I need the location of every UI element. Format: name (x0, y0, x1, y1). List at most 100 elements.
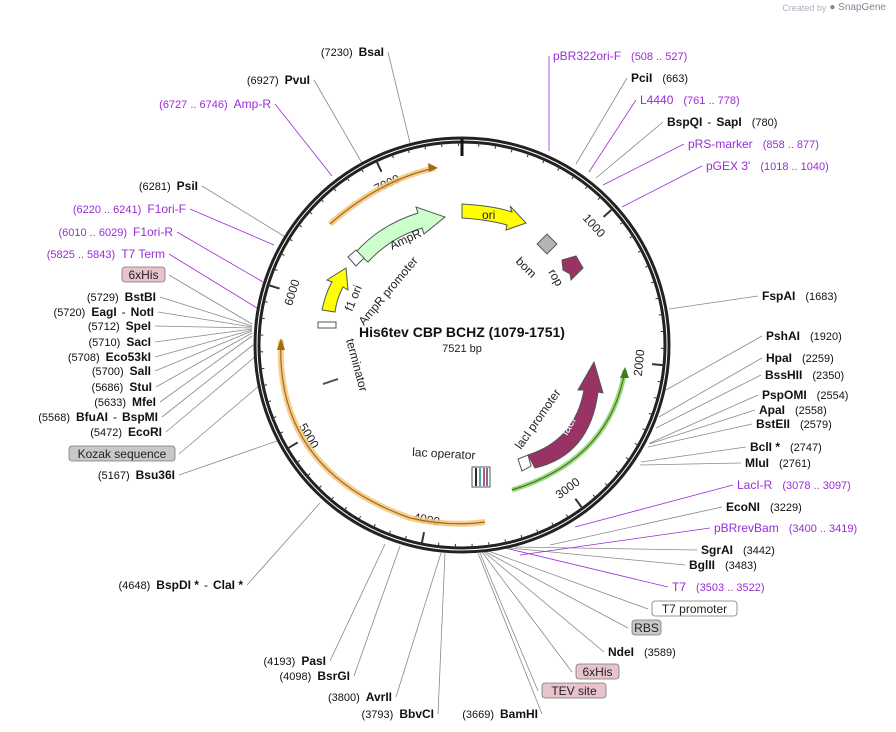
feature-tag-text: Kozak sequence (78, 447, 167, 461)
site-label[interactable]: BglII(3483) (689, 558, 757, 572)
label-terminator: terminator (343, 337, 371, 393)
feature-tag[interactable]: T7 promoter (651, 600, 738, 617)
leader-line (479, 552, 539, 692)
site-position: (5472) (90, 427, 122, 439)
minor-tick (391, 154, 394, 159)
site-label[interactable]: ApaI(2558) (759, 403, 827, 417)
site-separator: - (204, 578, 208, 592)
site-label[interactable]: (7230)BsaI (321, 45, 384, 59)
leader-line (602, 143, 685, 186)
leader-line (668, 295, 759, 310)
feature-tag[interactable]: 6xHis (121, 266, 166, 283)
minor-tick (308, 211, 313, 215)
site-label[interactable]: BclI *(2747) (750, 440, 822, 454)
label-ampr-promoter: AmpR promoter (356, 254, 421, 328)
site-name: BssHII (765, 368, 802, 382)
site-name: NdeI (608, 645, 634, 659)
site-position: (3793) (362, 709, 394, 721)
site-label-text: (6220 .. 6241)F1ori-F (73, 202, 186, 216)
site-label[interactable]: SgrAI(3442) (701, 543, 775, 557)
site-name-2: NotI (131, 305, 154, 319)
site-label[interactable]: NdeI(3589) (608, 645, 676, 659)
site-name: EcoNI (726, 500, 760, 514)
site-label[interactable]: BssHII (2350) (765, 368, 844, 382)
site-position: (5825 .. 5843) (47, 249, 116, 261)
site-name: BstBI (125, 290, 156, 304)
primer-label[interactable]: L4440(761 .. 778) (640, 93, 740, 107)
primer-label[interactable]: pGEX 3'(1018 .. 1040) (706, 159, 829, 173)
site-label[interactable]: (5568)BfuAI-BspMI (38, 410, 158, 424)
primer-label[interactable]: (5825 .. 5843) T7 Term (47, 247, 165, 261)
site-label[interactable]: PspOMI(2554) (762, 388, 848, 402)
site-label[interactable]: (5720)EagI-NotI (54, 305, 154, 319)
site-name: pGEX 3' (706, 159, 750, 173)
feature-arc-right-head (620, 367, 629, 378)
primer-label[interactable]: pBRrevBam(3400 .. 3419) (714, 521, 857, 535)
site-label[interactable]: HpaI(2259) (766, 351, 834, 365)
site-label[interactable]: FspAI(1683) (762, 289, 837, 303)
leader-line (437, 552, 446, 715)
feature-tag-text: T7 promoter (662, 602, 727, 616)
minor-tick (650, 281, 655, 284)
site-label[interactable]: (3800)AvrII (328, 690, 392, 704)
site-name: AvrII (366, 690, 392, 704)
site-label[interactable]: (5686)StuI (92, 380, 152, 394)
site-label[interactable]: (5633)MfeI (94, 395, 156, 409)
feature-tag[interactable]: 6xHis (575, 663, 620, 680)
leader-line (274, 103, 333, 177)
site-label[interactable]: (5710)SacI (89, 335, 151, 349)
primer-label[interactable]: (6727 .. 6746)Amp-R (159, 97, 271, 111)
label-bom: bom (513, 254, 539, 280)
site-label[interactable]: PshAI(1920) (766, 329, 842, 343)
site-label[interactable]: BstEII(2579) (756, 417, 832, 431)
leader-line (647, 423, 753, 448)
site-position: (2350) (812, 370, 844, 382)
site-label-text: T7(3503 .. 3522) (672, 580, 765, 594)
feature-ori-arrow (461, 203, 527, 231)
feature-tag[interactable]: TEV site (541, 682, 607, 699)
plasmid-name: His6tev CBP BCHZ (1079-1751) (359, 324, 565, 340)
site-label[interactable]: (5729)BstBI (87, 290, 156, 304)
leader-line (154, 328, 253, 343)
site-label[interactable]: BspQI-SapI(780) (667, 115, 777, 129)
site-label-text: PspOMI(2554) (762, 388, 848, 402)
site-label[interactable]: (4098)BsrGI (280, 669, 350, 683)
site-label[interactable]: (5700)SalI (92, 364, 151, 378)
primer-label[interactable]: pRS-marker(858 .. 877) (688, 137, 819, 151)
site-label[interactable]: (6281)PsiI (139, 179, 198, 193)
site-name: T7 Term (121, 247, 165, 261)
site-label-text: (4648)BspDI *-ClaI * (119, 578, 244, 592)
site-label-text: (5710)SacI (89, 335, 151, 349)
minor-tick (520, 534, 523, 540)
site-label[interactable]: (5472)EcoRI (90, 425, 162, 439)
primer-label[interactable]: (6220 .. 6241)F1ori-F (73, 202, 186, 216)
site-label[interactable]: EcoNI(3229) (726, 500, 802, 514)
site-label[interactable]: (5708)Eco53kI (68, 350, 151, 364)
site-label[interactable]: (3669)BamHI (462, 707, 538, 721)
minor-tick (344, 506, 348, 511)
minor-tick (373, 523, 376, 528)
site-label-text: (5472)EcoRI (90, 425, 162, 439)
label-ori: ori (482, 208, 495, 222)
site-label[interactable]: (5712)SpeI (88, 319, 151, 333)
feature-tag-text: RBS (634, 621, 659, 635)
site-label[interactable]: MluI(2761) (745, 456, 811, 470)
site-label[interactable]: (4193)PasI (264, 654, 326, 668)
site-name: BspDI * (156, 578, 199, 592)
primer-label[interactable]: (6010 .. 6029)F1ori-R (58, 225, 173, 239)
site-label[interactable]: (4648)BspDI *-ClaI * (119, 578, 244, 592)
site-label[interactable]: (3793)BbvCI (362, 707, 434, 721)
site-labels: (7230)BsaI (6927)PvuI (6727 .. 6746)Amp-R (… (38, 45, 857, 721)
site-label[interactable]: (5167)Bsu36I (98, 468, 175, 482)
primer-label[interactable]: LacI-R(3078 .. 3097) (737, 478, 851, 492)
primer-label[interactable]: pBR322ori-F(508 .. 527) (553, 49, 687, 63)
site-name: Bsu36I (136, 468, 175, 482)
feature-tag[interactable]: RBS (631, 619, 662, 636)
feature-tag-text: 6xHis (582, 665, 612, 679)
feature-tag[interactable]: Kozak sequence (68, 445, 176, 462)
leader-line (189, 208, 275, 246)
site-label[interactable]: PciI(663) (631, 71, 688, 85)
leader-line (159, 296, 253, 327)
site-label[interactable]: (6927)PvuI (247, 73, 310, 87)
primer-label[interactable]: T7(3503 .. 3522) (672, 580, 765, 594)
